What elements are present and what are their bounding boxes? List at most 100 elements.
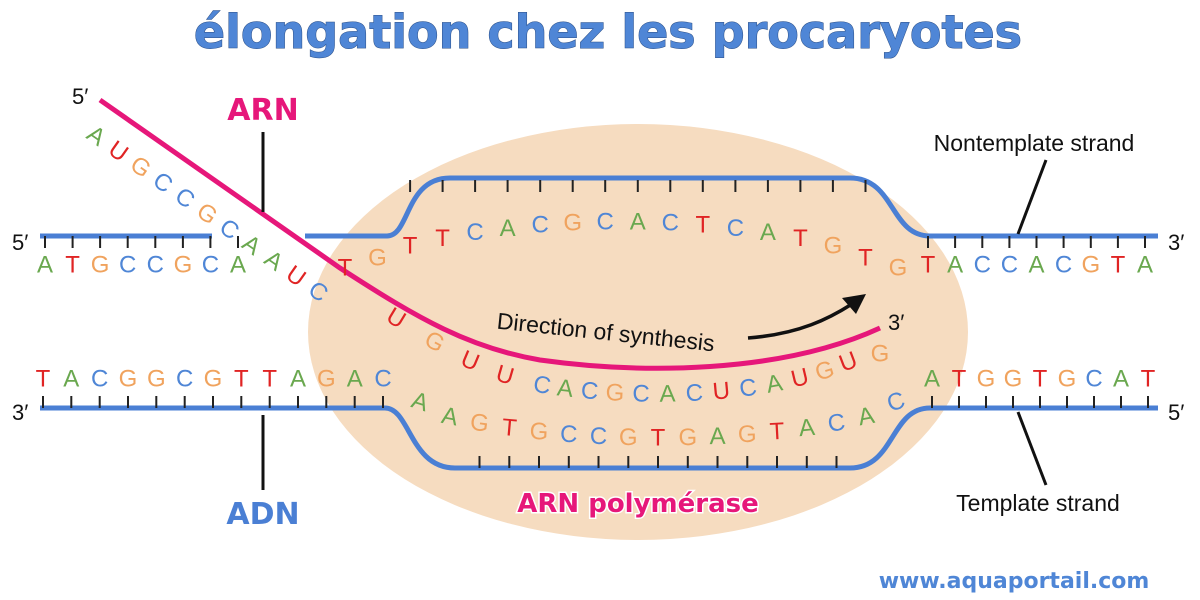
nucleotide-U: U <box>788 363 811 393</box>
nucleotide-G: G <box>977 366 996 393</box>
nucleotide-T: T <box>952 366 967 393</box>
page-title: élongation chez les procaryotes <box>194 5 1022 59</box>
nucleotide-G: G <box>125 151 156 184</box>
nucleotide-C: C <box>147 252 164 279</box>
nucleotide-G: G <box>368 244 387 271</box>
nontemplate-pointer-line <box>1016 159 1048 235</box>
nucleotide-G: G <box>174 252 193 279</box>
nucleotide-C: C <box>119 252 136 279</box>
nucleotide-T: T <box>793 225 808 252</box>
nucleotide-C: C <box>202 252 219 279</box>
nucleotide-C: C <box>374 366 391 393</box>
nucleotide-T: T <box>1141 366 1156 393</box>
end-top-right: 3′ <box>1168 230 1184 255</box>
nucleotide-T: T <box>858 244 873 271</box>
nucleotide-A: A <box>37 252 53 279</box>
nucleotide-A: A <box>347 366 363 393</box>
nucleotide-C: C <box>91 366 108 393</box>
nucleotide-A: A <box>1137 252 1153 279</box>
nucleotide-T: T <box>921 252 936 279</box>
template-strand <box>40 405 1158 471</box>
nucleotide-A: A <box>556 374 575 403</box>
nucleotide-G: G <box>563 210 582 237</box>
nucleotide-C: C <box>738 374 759 403</box>
nucleotide-G: G <box>192 198 223 231</box>
nucleotide-T: T <box>65 252 80 279</box>
website-url[interactable]: www.aquaportail.com <box>879 569 1150 594</box>
nucleotide-G: G <box>91 252 110 279</box>
nucleotide-C: C <box>580 377 599 405</box>
nucleotide-T: T <box>403 233 418 260</box>
nucleotide-C: C <box>532 212 549 239</box>
nucleotide-T: T <box>435 225 450 252</box>
rna-5-prime: 5′ <box>72 84 88 109</box>
nucleotide-G: G <box>147 366 166 393</box>
nucleotide-C: C <box>466 219 483 246</box>
nucleotide-A: A <box>500 215 516 242</box>
nucleotide-C: C <box>560 421 578 449</box>
nucleotide-U: U <box>103 136 133 168</box>
rna-3-prime: 3′ <box>888 310 904 335</box>
end-bottom-right: 5′ <box>1168 400 1184 425</box>
nucleotide-C: C <box>1001 252 1018 279</box>
nucleotide-A: A <box>82 120 111 151</box>
nucleotide-A: A <box>798 414 816 442</box>
nucleotide-G: G <box>1081 252 1100 279</box>
nucleotide-G: G <box>605 379 625 407</box>
nucleotide-G: G <box>1004 366 1023 393</box>
nucleotide-A: A <box>408 387 432 418</box>
nucleotide-A: A <box>709 423 725 450</box>
nucleotide-C: C <box>1055 252 1072 279</box>
nucleotide-T: T <box>262 366 277 393</box>
nucleotide-G: G <box>889 255 908 282</box>
end-top-left: 5′ <box>12 230 28 255</box>
nucleotide-T: T <box>769 418 785 446</box>
nucleotide-A: A <box>924 366 940 393</box>
nucleotide-G: G <box>1058 366 1077 393</box>
nucleotide-C: C <box>974 252 991 279</box>
nucleotide-T: T <box>695 212 710 239</box>
nucleotide-A: A <box>1113 366 1129 393</box>
base-pair-ticks <box>42 180 1149 468</box>
nucleotide-C: C <box>685 379 704 407</box>
nucleotide-T: T <box>651 425 666 452</box>
direction-arrow-shaft <box>747 302 853 340</box>
nucleotide-G: G <box>529 418 549 446</box>
nucleotide-G: G <box>824 233 843 260</box>
nucleotide-A: A <box>947 252 963 279</box>
nucleotide-T: T <box>1033 366 1048 393</box>
nucleotide-A: A <box>659 380 675 407</box>
nucleotide-A: A <box>230 252 246 279</box>
nucleotide-A: A <box>439 402 460 432</box>
nucleotide-G: G <box>871 341 890 368</box>
nucleotide-C: C <box>632 380 650 407</box>
arn-label: ARN <box>227 93 298 128</box>
nucleotide-C: C <box>826 409 847 438</box>
nucleotide-A: A <box>630 209 646 236</box>
nucleotide-A: A <box>259 245 288 276</box>
nucleotide-T: T <box>338 255 353 282</box>
nontemplate-strand <box>305 175 1158 239</box>
nucleotide-G: G <box>738 421 757 449</box>
rna-polymerase-blob <box>308 124 968 540</box>
nucleotide-C: C <box>214 214 244 246</box>
template-label: Template strand <box>956 490 1120 516</box>
nucleotide-G: G <box>317 366 336 393</box>
nucleotide-G: G <box>119 366 138 393</box>
nucleotide-A: A <box>856 402 877 432</box>
template-pointer-line <box>1016 411 1048 486</box>
nucleotide-T: T <box>36 366 51 393</box>
nucleotide-G: G <box>678 424 697 451</box>
nucleotide-C: C <box>148 167 178 199</box>
nucleotide-G: G <box>204 366 223 393</box>
nucleotide-G: G <box>469 409 491 438</box>
polymerase-label: ARN polymérase <box>517 489 759 519</box>
nucleotide-T: T <box>1111 252 1126 279</box>
nucleotide-A: A <box>63 366 79 393</box>
nucleotide-C: C <box>170 182 200 214</box>
nucleotide-C: C <box>531 371 553 401</box>
nucleotide-C: C <box>662 210 679 237</box>
nucleotide-T: T <box>501 414 518 442</box>
